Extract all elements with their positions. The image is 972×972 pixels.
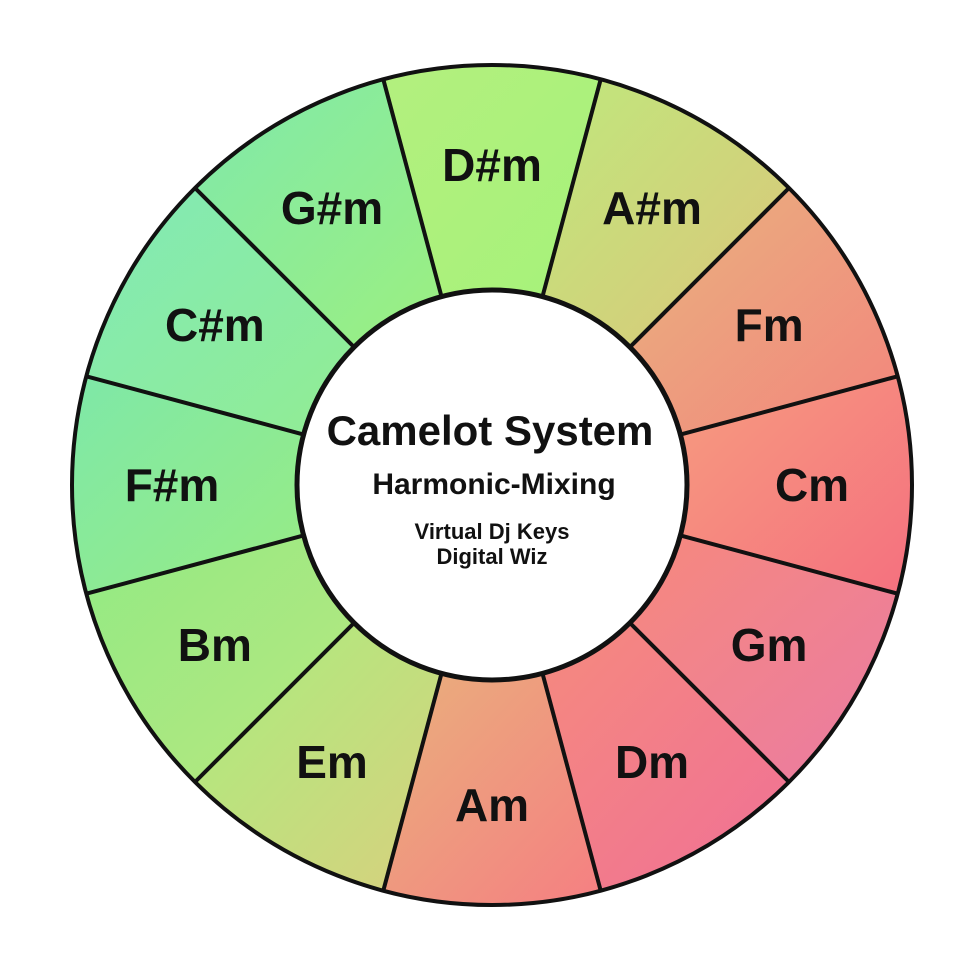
center-circle <box>294 287 690 683</box>
key-label: Cm <box>775 459 849 511</box>
segment-divider <box>628 186 791 349</box>
segment-divider <box>679 374 899 437</box>
segment-divider <box>381 672 444 892</box>
segment-divider <box>540 78 603 298</box>
key-label: F#m <box>125 459 220 511</box>
key-label: Bm <box>178 619 252 671</box>
segment-divider <box>679 533 899 596</box>
key-label: Dm <box>615 736 689 788</box>
key-label: Gm <box>731 619 808 671</box>
key-segment <box>542 622 789 891</box>
center-credit-line2: Digital Wiz <box>436 544 547 569</box>
center-subtitle: Harmonic-Mixing <box>372 468 615 501</box>
outer-ring <box>70 63 914 907</box>
key-label: G#m <box>281 182 383 234</box>
key-segment <box>195 79 442 348</box>
key-segment <box>680 376 912 594</box>
key-segment <box>542 79 789 348</box>
key-label: D#m <box>442 139 542 191</box>
segments-layer <box>71 65 912 905</box>
key-segment <box>195 622 442 891</box>
segment-divider <box>381 78 444 298</box>
key-label: Am <box>455 779 529 831</box>
center-credit-line1: Virtual Dj Keys <box>415 519 570 544</box>
key-segment <box>86 188 355 435</box>
key-label: A#m <box>602 182 702 234</box>
key-segment <box>383 65 601 297</box>
key-label: Fm <box>735 299 804 351</box>
key-segment <box>629 188 898 435</box>
key-label: C#m <box>165 299 265 351</box>
key-segment <box>383 673 601 905</box>
key-segment <box>86 535 355 782</box>
segment-divider <box>628 621 791 784</box>
segment-divider <box>85 374 305 437</box>
center-title: Camelot System <box>327 407 654 454</box>
segment-divider <box>193 621 356 784</box>
key-segment <box>629 535 898 782</box>
segment-divider <box>540 672 603 892</box>
segment-divider <box>193 186 356 349</box>
dividers-layer <box>85 78 899 892</box>
key-segment <box>71 376 304 594</box>
segment-divider <box>85 533 305 596</box>
key-label: Em <box>296 736 368 788</box>
